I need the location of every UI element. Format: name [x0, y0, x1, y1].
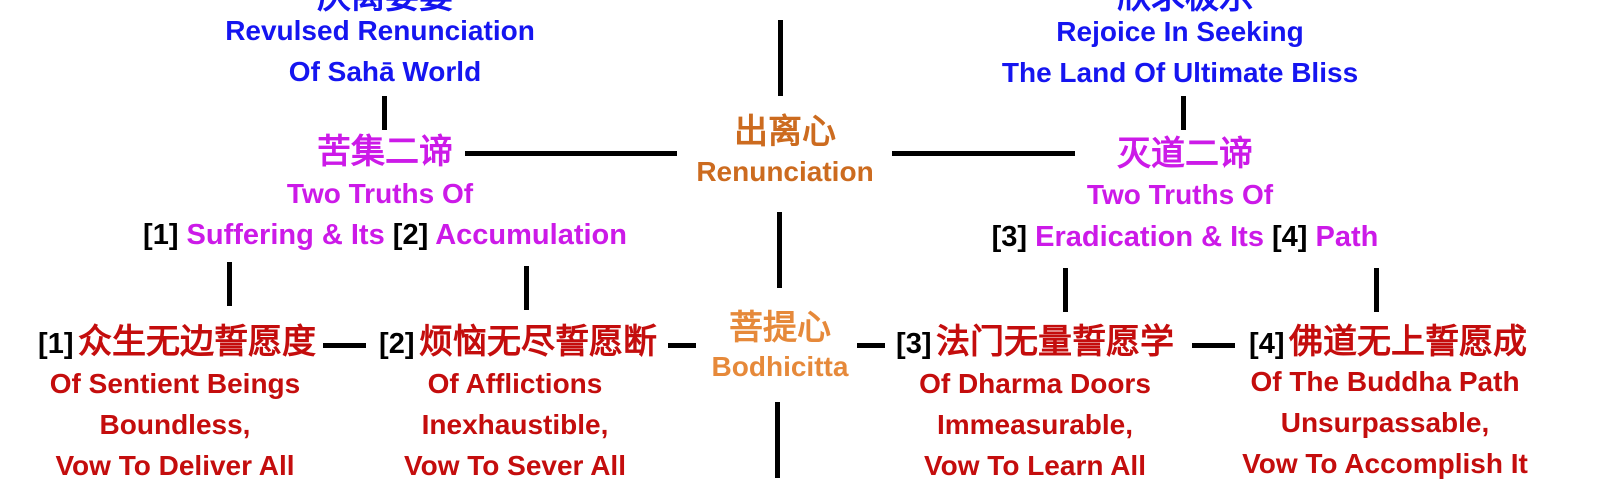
vow-3-line3: Vow To Learn All: [924, 450, 1146, 481]
left-truths-chinese: 苦集二谛: [317, 132, 453, 172]
right-truths-items: [3] Eradication & Its [4] Path: [960, 223, 1410, 252]
truth-item-suffering: Suffering & Its: [186, 219, 385, 251]
connector-bodhicitta-to-vow-3: [857, 343, 885, 348]
connector-vow-3-to-4: [1192, 343, 1235, 348]
truth-number-1: [1]: [143, 219, 179, 251]
vow-2-number: [2]: [379, 328, 415, 360]
bodhicitta-label: Bodhicitta: [711, 351, 849, 382]
vow-1-line2: Boundless,: [99, 409, 251, 440]
connector-vow-2-to-bodhicitta: [668, 343, 696, 348]
vow-4-line3: Vow To Accomplish It: [1242, 448, 1528, 479]
top-right-label-line1: Rejoice In Seeking: [1056, 16, 1304, 47]
vow-3-header: [3] 法门无量誓愿学: [885, 325, 1185, 359]
left-truths-items: [1] Suffering & Its [2] Accumulation: [110, 221, 660, 250]
truth-number-3: [3]: [991, 221, 1028, 253]
top-left-label-line2: Of Sahā World: [288, 56, 482, 87]
renunciation-chinese: 出离心: [734, 112, 836, 152]
connector-top-left: [382, 96, 387, 130]
connector-renunciation-to-right-truths: [892, 151, 1075, 156]
vow-2-header: [2] 烦恼无尽誓愿断: [368, 325, 668, 359]
connector-renunciation-to-bodhicitta: [777, 212, 782, 288]
truth-number-2: [2]: [392, 219, 429, 251]
vow-4-line1: Of The Buddha Path: [1250, 366, 1520, 397]
vow-1-number: [1]: [38, 328, 74, 360]
vow-4-number: [4]: [1249, 328, 1285, 360]
truth-number-4: [4]: [1272, 221, 1308, 253]
vow-4-chinese: 佛道无上誓愿成: [1288, 322, 1527, 362]
vow-1-line1: Of Sentient Beings: [49, 368, 301, 399]
left-truths-label: Two Truths Of: [286, 178, 474, 209]
vow-3-number: [3]: [896, 328, 932, 360]
top-right-label-line2: The Land Of Ultimate Bliss: [1001, 57, 1359, 88]
vow-3-chinese: 法门无量誓愿学: [935, 322, 1174, 362]
connector-vow-1-to-2: [323, 343, 366, 348]
top-left-label-line1: Revulsed Renunciation: [225, 15, 535, 46]
vow-3-line1: Of Dharma Doors: [919, 368, 1151, 399]
connector-left-truths-to-renunciation: [465, 151, 677, 156]
connector-top-center: [778, 20, 783, 96]
vow-3-line2: Immeasurable,: [936, 409, 1134, 440]
vow-2-chinese: 烦恼无尽誓愿断: [418, 322, 657, 362]
top-right-chinese: 欣求极乐: [1080, 0, 1290, 14]
vow-4-header: [4] 佛道无上誓愿成: [1238, 325, 1538, 359]
connector-left-truth-2: [524, 266, 529, 310]
connector-right-truth-4: [1374, 268, 1379, 312]
vow-1-chinese: 众生无边誓愿度: [77, 322, 316, 362]
truth-item-path: Path: [1315, 221, 1379, 253]
bodhicitta-chinese: 菩提心: [729, 308, 831, 348]
vow-2-line1: Of Afflictions: [427, 368, 603, 399]
vow-4-line2: Unsurpassable,: [1280, 407, 1490, 438]
vow-2-line2: Inexhaustible,: [421, 409, 609, 440]
connector-right-truth-3: [1063, 268, 1068, 312]
vow-2-line3: Vow To Sever All: [404, 450, 626, 481]
truth-item-accumulation: Accumulation: [435, 219, 627, 251]
connector-top-right: [1181, 96, 1186, 130]
right-truths-label: Two Truths Of: [1086, 179, 1274, 210]
vow-1-line3: Vow To Deliver All: [55, 450, 295, 481]
connector-left-truth-1: [227, 262, 232, 306]
top-left-chinese: 厌离娑婆: [280, 0, 490, 14]
renunciation-label: Renunciation: [696, 156, 874, 187]
truth-item-eradication: Eradication & Its: [1035, 221, 1264, 253]
right-truths-chinese: 灭道二谛: [1117, 134, 1253, 174]
vow-1-header: [1] 众生无边誓愿度: [22, 325, 332, 359]
connector-bottom-center: [775, 402, 780, 478]
